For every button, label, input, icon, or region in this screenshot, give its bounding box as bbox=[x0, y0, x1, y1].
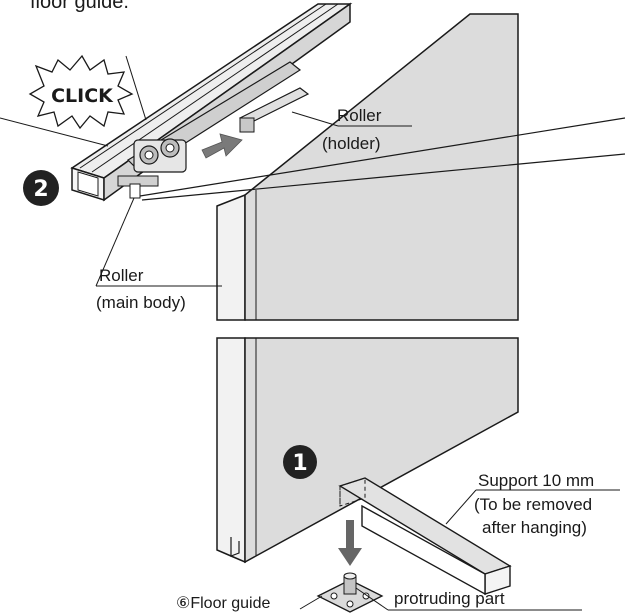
step-marker-2: 2 bbox=[23, 170, 59, 206]
svg-text:(main body): (main body) bbox=[96, 293, 186, 312]
floor-guide-label: ⑥Floor guide bbox=[176, 595, 323, 612]
svg-text:(To be removed: (To be removed bbox=[474, 495, 592, 514]
step-marker-1: 1 bbox=[283, 445, 317, 479]
support-block bbox=[338, 477, 512, 596]
svg-text:Roller: Roller bbox=[99, 266, 144, 285]
door-upper bbox=[216, 13, 519, 321]
protruding-part-label: protruding part bbox=[355, 587, 582, 611]
svg-text:(holder): (holder) bbox=[322, 134, 381, 153]
svg-text:after hanging): after hanging) bbox=[482, 518, 587, 537]
top-caption: floor guide. bbox=[30, 0, 129, 13]
svg-text:protruding part: protruding part bbox=[394, 589, 505, 608]
roller-holder-label: Roller (holder) bbox=[291, 106, 412, 153]
door-lower bbox=[216, 337, 519, 564]
svg-text:1: 1 bbox=[292, 451, 307, 476]
svg-text:Roller: Roller bbox=[337, 106, 382, 125]
insert-arrow bbox=[201, 133, 243, 159]
svg-text:2: 2 bbox=[33, 177, 48, 202]
support-label: Support 10 mm (To be removed after hangi… bbox=[445, 471, 620, 537]
svg-text:⑥Floor guide: ⑥Floor guide bbox=[176, 595, 270, 612]
floor-guide-part bbox=[316, 572, 384, 613]
down-arrow bbox=[338, 520, 362, 566]
svg-text:Support 10 mm: Support 10 mm bbox=[478, 471, 594, 490]
svg-text:CLICK: CLICK bbox=[51, 85, 114, 107]
click-burst: CLICK bbox=[28, 54, 134, 130]
roller-main-body-label: Roller (main body) bbox=[95, 197, 222, 312]
roller-assembly bbox=[117, 61, 310, 199]
